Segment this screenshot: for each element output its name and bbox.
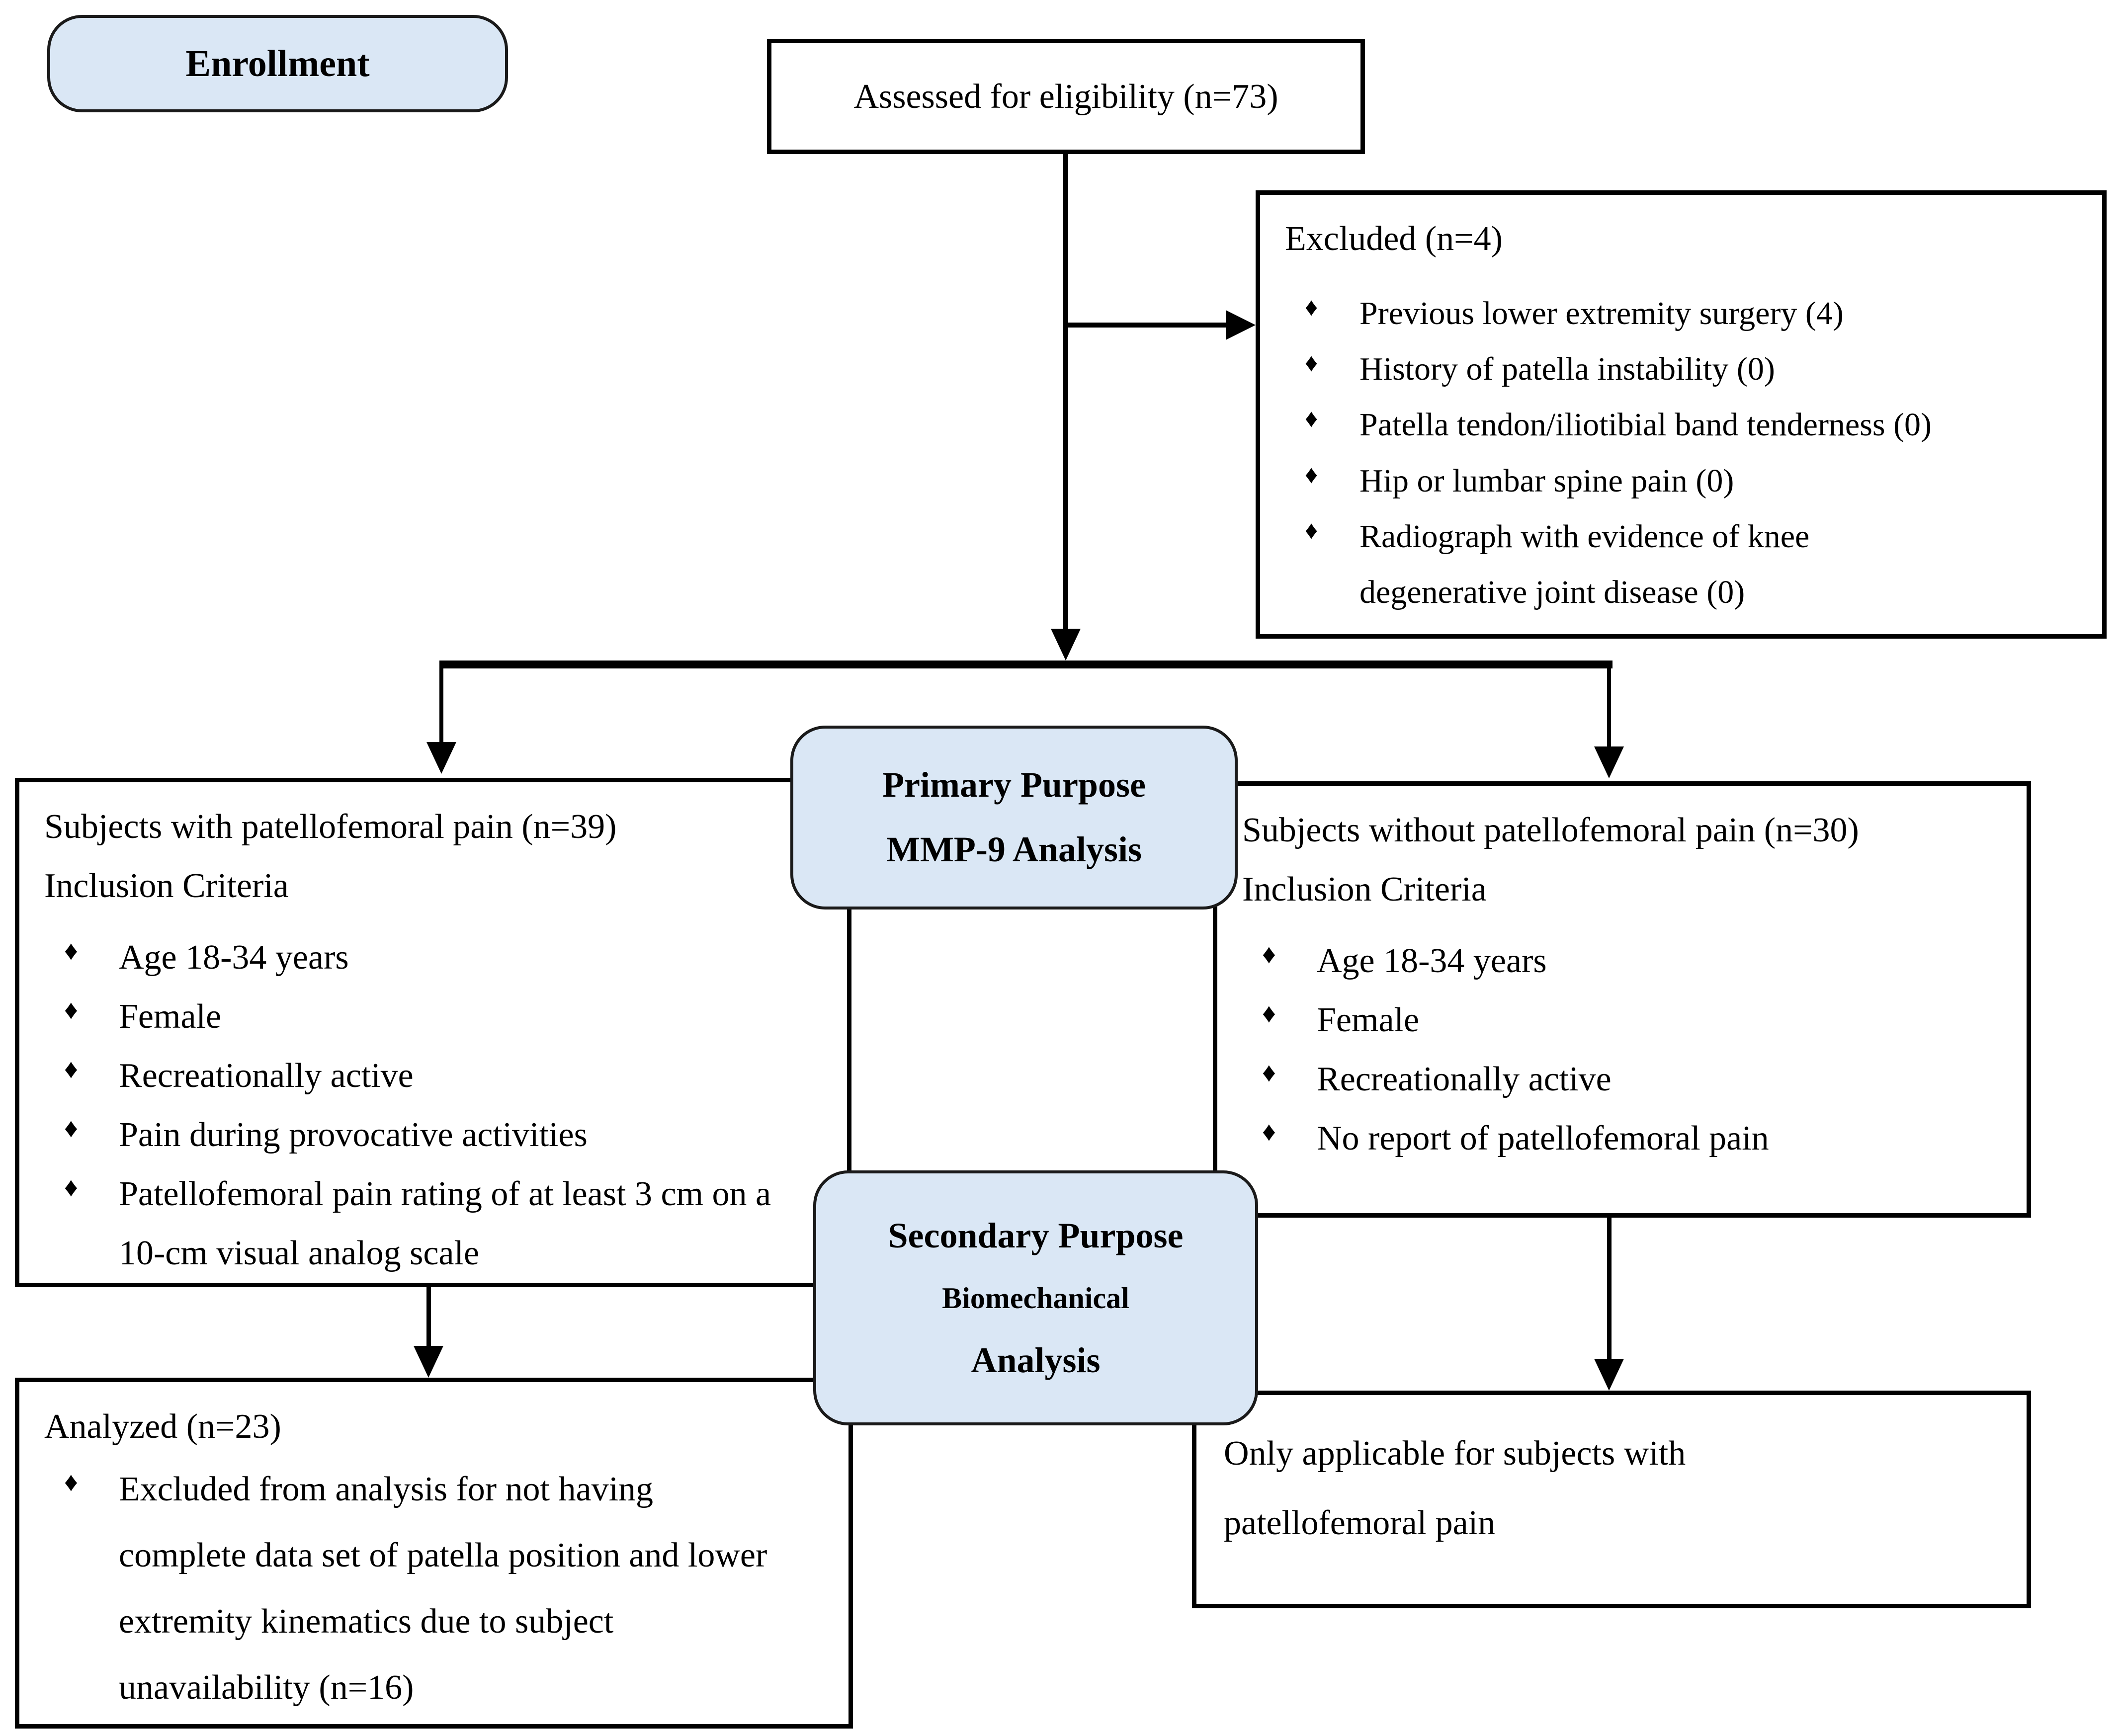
secondary-purpose-box: Secondary Purpose Biomechanical Analysis: [813, 1170, 1258, 1425]
primary-purpose-box: Primary Purpose MMP-9 Analysis: [790, 726, 1238, 909]
diamond-bullet-icon: ♦: [1262, 939, 1276, 969]
enrollment-box: Enrollment: [47, 15, 508, 112]
branch-left-down-stem: [439, 661, 443, 743]
secondary-purpose-line2: Biomechanical: [942, 1281, 1129, 1315]
excluded-title: Excluded (n=4): [1285, 220, 1503, 258]
excluded-list-item: ♦ Radiograph with evidence of knee degen…: [1285, 509, 2077, 620]
branch-right-down-stem: [1607, 661, 1611, 747]
without-pain-list: ♦ Age 18-34 years ♦ Female ♦ Recreationa…: [1242, 931, 2002, 1168]
diamond-bullet-icon: ♦: [1305, 405, 1318, 433]
with-pain-subtitle: Inclusion Criteria: [44, 867, 289, 905]
excluded-list-item: ♦ History of patella instability (0): [1285, 341, 2077, 397]
with-pain-list-item: ♦ Pain during provocative activities: [44, 1105, 822, 1164]
only-applicable-arrowhead-icon: [1594, 1359, 1624, 1391]
excluded-list-item: ♦ Hip or lumbar spine pain (0): [1285, 453, 2077, 509]
with-pain-arrowhead-icon: [426, 742, 456, 774]
excluded-list-item: ♦ Patella tendon/iliotibial band tendern…: [1285, 397, 2077, 453]
diamond-bullet-icon: ♦: [1305, 516, 1318, 545]
connector-withpain-to-analyzed-stem: [426, 1286, 431, 1347]
without-pain-list-item: ♦ Female: [1242, 991, 2002, 1050]
assessed-box: Assessed for eligibility (n=73): [767, 39, 1365, 154]
diamond-bullet-icon: ♦: [1305, 293, 1318, 322]
without-pain-list-item: ♦ Recreationally active: [1242, 1050, 2002, 1109]
diamond-bullet-icon: ♦: [64, 994, 78, 1025]
diamond-bullet-icon: ♦: [1305, 349, 1318, 378]
with-pain-box: Subjects with patellofemoral pain (n=39)…: [15, 778, 851, 1287]
branch-horizontal-line: [439, 661, 1613, 668]
diamond-bullet-icon: ♦: [64, 1113, 78, 1143]
diamond-bullet-icon: ♦: [64, 935, 78, 966]
analyzed-box: Analyzed (n=23) ♦ Excluded from analysis…: [15, 1378, 853, 1729]
excluded-box: Excluded (n=4) ♦ Previous lower extremit…: [1256, 190, 2107, 639]
only-applicable-box: Only applicable for subjects with patell…: [1192, 1391, 2031, 1608]
diamond-bullet-icon: ♦: [1262, 1116, 1276, 1147]
without-pain-title: Subjects without patellofemoral pain (n=…: [1242, 811, 1859, 849]
with-pain-list-item: ♦ Age 18-34 years: [44, 928, 822, 987]
analyzed-title: Analyzed (n=23): [44, 1407, 281, 1446]
connector-assessed-to-branch-stem: [1063, 154, 1068, 630]
excluded-list: ♦ Previous lower extremity surgery (4) ♦…: [1285, 286, 2077, 620]
diamond-bullet-icon: ♦: [64, 1054, 78, 1084]
secondary-purpose-line1: Secondary Purpose: [888, 1215, 1184, 1255]
without-pain-list-item: ♦ No report of patellofemoral pain: [1242, 1109, 2002, 1168]
with-pain-title: Subjects with patellofemoral pain (n=39): [44, 808, 617, 846]
without-pain-box: Subjects without patellofemoral pain (n=…: [1213, 781, 2031, 1218]
with-pain-list-item: ♦ Patellofemoral pain rating of at least…: [44, 1164, 822, 1283]
assessed-text: Assessed for eligibility (n=73): [853, 77, 1278, 116]
analyzed-arrowhead-icon: [414, 1346, 443, 1378]
connector-to-excluded-stem: [1063, 323, 1227, 328]
diamond-bullet-icon: ♦: [1305, 460, 1318, 489]
without-pain-list-item: ♦ Age 18-34 years: [1242, 931, 2002, 991]
excluded-arrowhead-icon: [1226, 310, 1256, 340]
without-pain-arrowhead-icon: [1594, 746, 1624, 778]
branch-junction-arrowhead-icon: [1051, 629, 1081, 661]
with-pain-list-item: ♦ Recreationally active: [44, 1046, 822, 1105]
without-pain-subtitle: Inclusion Criteria: [1242, 870, 1487, 909]
excluded-list-item: ♦ Previous lower extremity surgery (4): [1285, 286, 2077, 341]
connector-withoutpain-to-only-stem: [1607, 1217, 1612, 1360]
only-applicable-text: Only applicable for subjects with patell…: [1224, 1434, 1686, 1542]
enrollment-label: Enrollment: [185, 42, 370, 84]
diamond-bullet-icon: ♦: [64, 1172, 78, 1202]
with-pain-list: ♦ Age 18-34 years ♦ Female ♦ Recreationa…: [44, 928, 822, 1283]
primary-purpose-line2: MMP-9 Analysis: [886, 829, 1142, 869]
diamond-bullet-icon: ♦: [64, 1467, 78, 1497]
diamond-bullet-icon: ♦: [1262, 998, 1276, 1028]
analyzed-list: ♦ Excluded from analysis for not having …: [44, 1456, 824, 1721]
diamond-bullet-icon: ♦: [1262, 1057, 1276, 1087]
analyzed-list-item: ♦ Excluded from analysis for not having …: [44, 1456, 824, 1721]
with-pain-list-item: ♦ Female: [44, 987, 822, 1046]
secondary-purpose-line3: Analysis: [971, 1340, 1101, 1380]
primary-purpose-line1: Primary Purpose: [882, 765, 1146, 805]
